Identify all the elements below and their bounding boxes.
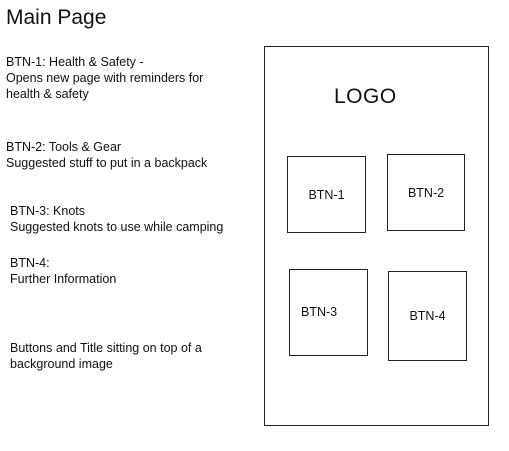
note-line: Suggested stuff to put in a backpack [6, 156, 208, 170]
note-line: health & safety [6, 87, 89, 101]
btn-label: BTN-1 [308, 187, 345, 202]
logo: LOGO [334, 85, 397, 108]
note-line: BTN-1: Health & Safety - [6, 55, 144, 69]
btn-label: BTN-4 [409, 309, 446, 323]
btn-label: BTN-3 [301, 305, 338, 319]
btn-1-health-safety[interactable]: BTN-1 [287, 156, 366, 233]
note-line: background image [10, 357, 113, 371]
note-btn-3: BTN-3: Knots Suggested knots to use whil… [10, 203, 223, 235]
btn-3-knots[interactable]: BTN-3 [289, 269, 368, 356]
note-btn-1: BTN-1: Health & Safety - Opens new page … [6, 54, 203, 102]
note-line: Buttons and Title sitting on top of a [10, 341, 202, 355]
btn-label: BTN-2 [407, 186, 445, 200]
phone-mockup-frame [264, 46, 489, 426]
note-background: Buttons and Title sitting on top of a ba… [10, 340, 202, 372]
note-line: BTN-3: Knots [10, 204, 86, 218]
note-line: Suggested knots to use while camping [10, 220, 224, 234]
note-btn-4: BTN-4: Further Information [10, 255, 116, 287]
note-line: Further Information [10, 272, 117, 286]
btn-2-tools-gear[interactable]: BTN-2 [387, 154, 465, 231]
note-line: BTN-2: Tools & Gear [6, 140, 122, 154]
note-btn-2: BTN-2: Tools & Gear Suggested stuff to p… [6, 139, 207, 171]
btn-4-further-info[interactable]: BTN-4 [388, 271, 467, 361]
page-title: Main Page [6, 6, 107, 29]
note-line: BTN-4: [10, 256, 50, 270]
note-line: Opens new page with reminders for [6, 71, 204, 85]
